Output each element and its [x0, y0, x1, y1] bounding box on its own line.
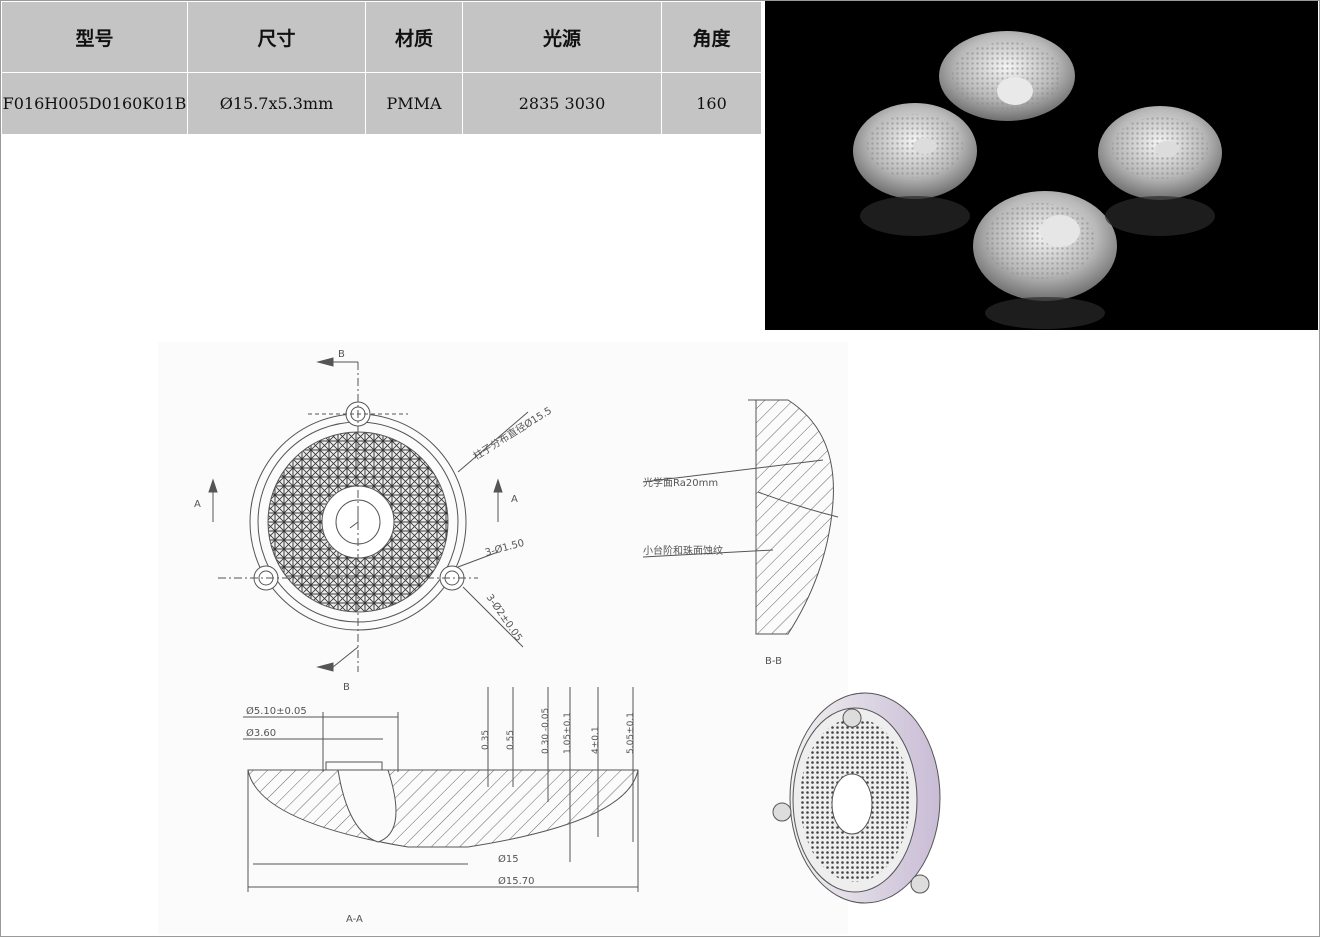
dim-h055: 0.55 — [506, 730, 516, 750]
dim-h505: 5.05±0.1 — [626, 712, 636, 754]
lens-top — [939, 31, 1075, 121]
lens-right — [1098, 106, 1222, 200]
label-optic-surface: 光学面Ra20mm — [643, 476, 718, 489]
header-model: 型号 — [1, 1, 188, 73]
label-a-left: A — [194, 499, 201, 510]
dim-hole-small: 3-Ø1.50 — [484, 537, 526, 559]
dim-d510: Ø5.10±0.05 — [246, 705, 307, 717]
cell-material: PMMA — [365, 72, 463, 135]
dim-h035: 0.35 — [481, 730, 491, 750]
isometric-render — [770, 680, 970, 910]
header-size: 尺寸 — [187, 1, 366, 73]
section-aa-view: Ø5.10±0.05 Ø3.60 Ø15 Ø15.70 0.35 0.55 0.… — [243, 687, 639, 925]
lens-left — [853, 103, 977, 199]
dim-h105: 1.05±0.1 — [563, 712, 573, 754]
table-row: F016H005D0160K01B Ø15.7x5.3mm PMMA 2835 … — [1, 72, 762, 135]
cell-size: Ø15.7x5.3mm — [187, 72, 366, 135]
dim-d360: Ø3.60 — [246, 727, 276, 739]
cell-angle: 160 — [661, 72, 762, 135]
dim-h030: 0.30 -0.05 — [541, 708, 551, 754]
product-photo — [765, 1, 1318, 330]
label-bead-texture: 小台阶和珠面蚀纹 — [643, 544, 723, 557]
dim-h4: 4±0.1 — [591, 726, 601, 754]
cell-light-source: 2835 3030 — [462, 72, 662, 135]
dim-d1570: Ø15.70 — [498, 875, 535, 887]
dim-d15: Ø15 — [498, 853, 519, 865]
table-header-row: 型号 尺寸 材质 光源 角度 — [1, 1, 762, 73]
label-a-right: A — [511, 494, 518, 505]
section-bb-view: 光学面Ra20mm 小台阶和珠面蚀纹 B-B — [642, 399, 839, 667]
header-light-source: 光源 — [462, 1, 662, 73]
technical-drawing: B B A A 柱子分布直径Ø15.5 3-Ø1.50 3-Ø2±0.05 光学… — [158, 342, 848, 934]
label-b-top: B — [338, 349, 345, 360]
header-material: 材质 — [365, 1, 463, 73]
cell-model: F016H005D0160K01B — [1, 72, 188, 135]
lens-bottom — [973, 191, 1117, 301]
label-view-bb: B-B — [765, 656, 782, 667]
label-view-aa: A-A — [346, 914, 363, 925]
dim-bolt-circle: 柱子分布直径Ø15.5 — [471, 404, 554, 463]
dim-hole-large: 3-Ø2±0.05 — [484, 592, 525, 644]
label-b-bottom: B — [343, 682, 350, 693]
header-angle: 角度 — [661, 1, 762, 73]
spec-table: 型号 尺寸 材质 光源 角度 F016H005D0160K01B Ø15.7x5… — [1, 1, 762, 135]
top-view: B B A A 柱子分布直径Ø15.5 3-Ø1.50 3-Ø2±0.05 — [194, 349, 554, 693]
